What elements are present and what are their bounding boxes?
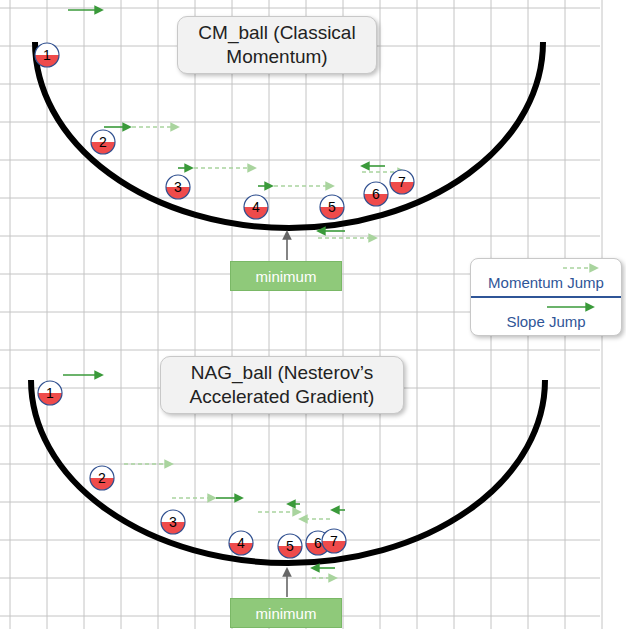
grid-line bbox=[0, 84, 600, 85]
callout-number: 1 bbox=[46, 385, 54, 401]
minimum-box: minimum bbox=[230, 598, 342, 628]
slope-jump-arrow bbox=[216, 497, 242, 499]
legend-sample bbox=[471, 262, 621, 274]
grid-line bbox=[0, 122, 600, 123]
momentum-jump-arrow bbox=[172, 497, 215, 499]
pointer-arrow bbox=[286, 232, 288, 260]
legend-box: Momentum Jump Slope Jump bbox=[470, 258, 622, 336]
node-label: CM_ball (Classical Momentum) bbox=[184, 21, 370, 69]
ball-circle: 7 bbox=[389, 169, 415, 195]
node-label: minimum bbox=[256, 605, 317, 622]
slope-jump-arrow bbox=[362, 165, 385, 167]
title-box: NAG_ball (Nesterov’s Accelerated Gradien… bbox=[160, 356, 404, 414]
callout-number: 5 bbox=[328, 199, 336, 215]
legend-entry: Momentum Jump bbox=[471, 262, 621, 292]
legend-sample bbox=[471, 301, 621, 313]
legend-entry: Slope Jump bbox=[471, 301, 621, 331]
pointer-arrow bbox=[286, 569, 288, 597]
grid-line bbox=[84, 0, 85, 629]
legend-label: Momentum Jump bbox=[488, 274, 604, 291]
grid-line bbox=[0, 426, 600, 427]
ball-circle: 3 bbox=[165, 174, 191, 200]
slope-jump-arrow bbox=[288, 503, 300, 505]
grid-line bbox=[121, 0, 122, 629]
slope-jump-arrow bbox=[104, 126, 130, 128]
ball-circle: 4 bbox=[243, 194, 269, 220]
callout-number: 6 bbox=[372, 186, 380, 202]
grid-line bbox=[0, 350, 600, 351]
callout-number: 4 bbox=[237, 535, 245, 551]
ball-circle: 5 bbox=[319, 194, 345, 220]
jump-arrows bbox=[63, 10, 405, 597]
slope-jump-arrow bbox=[63, 374, 102, 376]
momentum-jump-arrow bbox=[300, 518, 330, 520]
ball-circle: 1 bbox=[34, 42, 60, 68]
callout-number: 2 bbox=[99, 134, 107, 150]
grid-line bbox=[0, 236, 600, 237]
grid-line bbox=[0, 464, 600, 465]
ball-circle: 2 bbox=[90, 129, 116, 155]
slope-jump-arrow bbox=[178, 167, 192, 169]
title-box: CM_ball (Classical Momentum) bbox=[177, 16, 377, 74]
ball-circle: 6 bbox=[363, 181, 389, 207]
slope-jump-arrow bbox=[312, 567, 335, 569]
momentum-jump-arrow bbox=[318, 237, 376, 239]
momentum-jump-arrow bbox=[132, 126, 178, 128]
callout-number: 7 bbox=[398, 174, 406, 190]
ball-circle: 5 bbox=[277, 533, 303, 559]
grid-line bbox=[269, 0, 270, 629]
ball-circle: 2 bbox=[89, 465, 115, 491]
momentum-jump-arrow bbox=[312, 577, 336, 579]
ball-circle: 7 bbox=[321, 528, 347, 554]
slope-jump-arrow bbox=[258, 185, 272, 187]
slope-jump-arrow bbox=[68, 9, 102, 11]
ball-circle: 1 bbox=[37, 380, 63, 406]
momentum-jump-arrow bbox=[194, 167, 255, 169]
legend-divider bbox=[471, 296, 621, 298]
callout-number: 5 bbox=[286, 538, 294, 554]
momentum-jump-arrow bbox=[274, 185, 333, 187]
callout-number: 3 bbox=[169, 514, 177, 530]
grid-line bbox=[454, 0, 455, 629]
grid-line bbox=[306, 0, 307, 629]
callout-number: 6 bbox=[314, 535, 322, 551]
momentum-jump-arrow bbox=[258, 511, 300, 513]
callout-number: 3 bbox=[174, 179, 182, 195]
legend-label: Slope Jump bbox=[506, 313, 585, 330]
grid bbox=[0, 0, 602, 629]
momentum-jump-arrow bbox=[124, 463, 172, 465]
ball-circle: 3 bbox=[160, 509, 186, 535]
callout-number: 4 bbox=[252, 199, 260, 215]
grid-line bbox=[0, 8, 600, 9]
callout-number: 2 bbox=[98, 470, 106, 486]
node-label: minimum bbox=[256, 268, 317, 285]
slope-jump-arrow bbox=[332, 509, 345, 511]
grid-line bbox=[0, 198, 600, 199]
slope-jump-arrow bbox=[318, 230, 345, 232]
grid-line bbox=[417, 0, 418, 629]
grid-line bbox=[0, 502, 600, 503]
callout-number: 1 bbox=[43, 47, 51, 63]
callout-number: 7 bbox=[330, 533, 338, 549]
ball-circle: 4 bbox=[228, 530, 254, 556]
grid-line bbox=[10, 0, 11, 629]
grid-line bbox=[0, 578, 600, 579]
grid-line bbox=[380, 0, 381, 629]
node-label: NAG_ball (Nesterov’s Accelerated Gradien… bbox=[167, 361, 397, 409]
minimum-box: minimum bbox=[230, 261, 342, 291]
grid-line bbox=[195, 0, 196, 629]
